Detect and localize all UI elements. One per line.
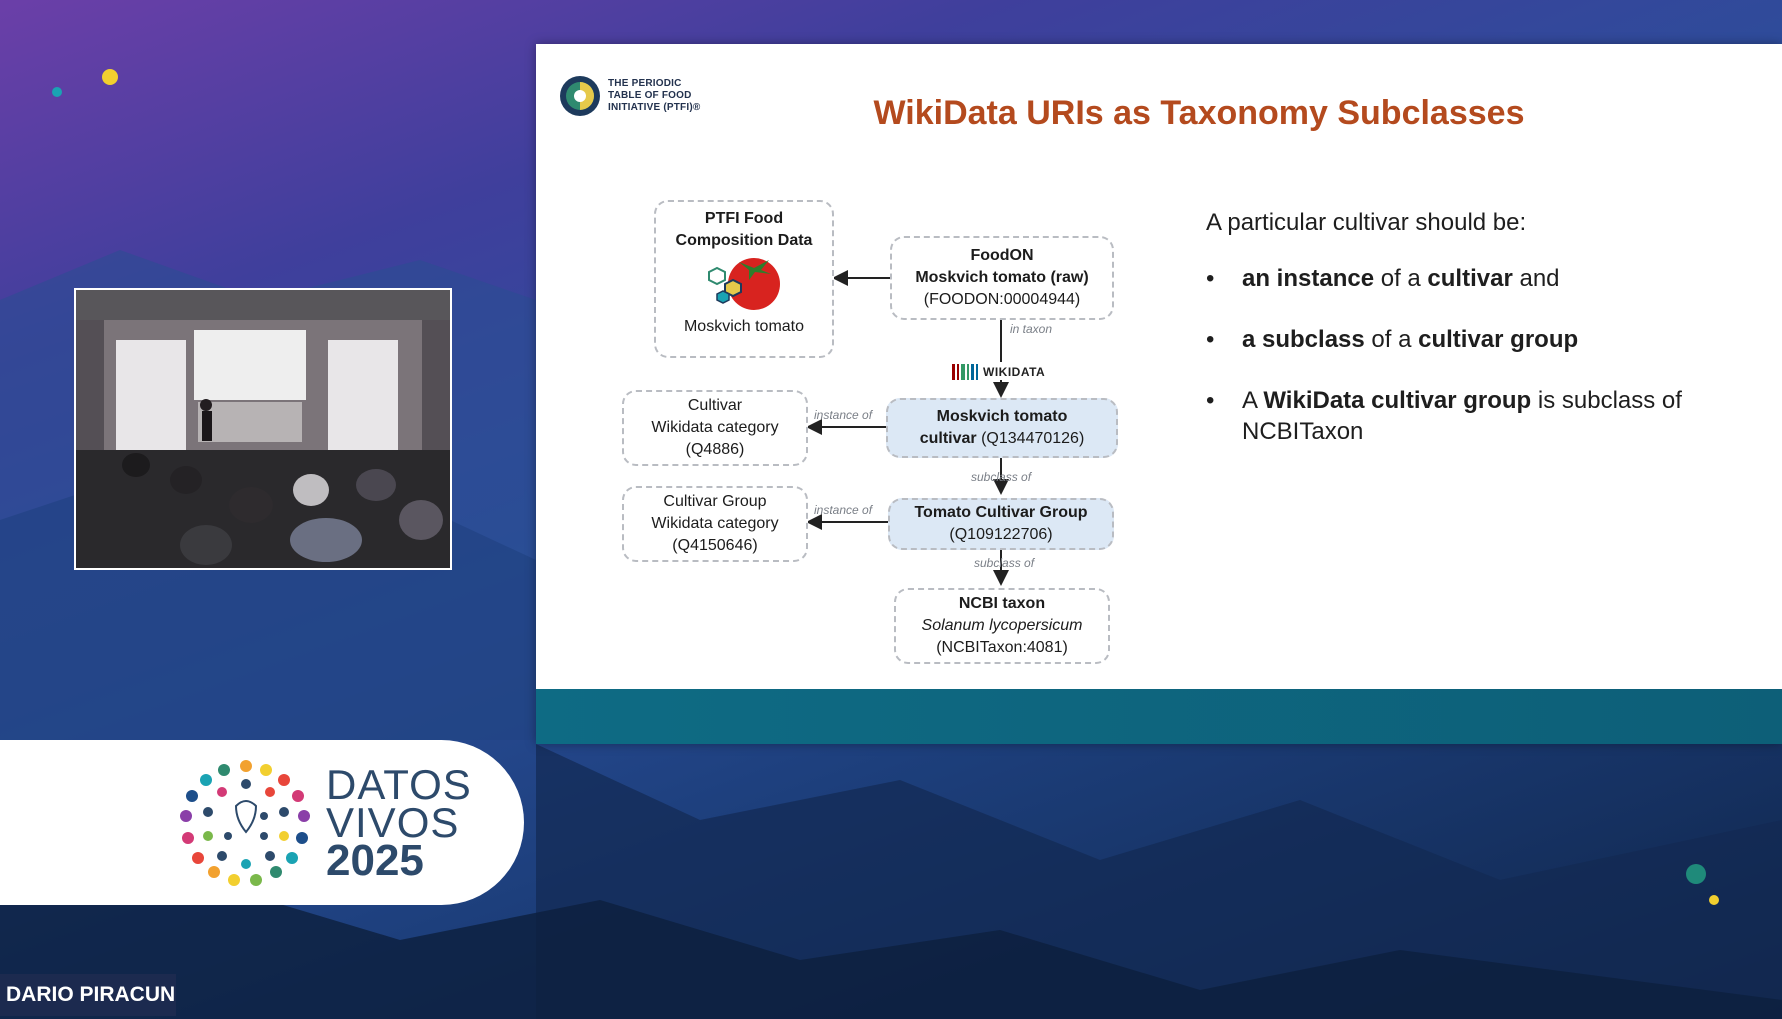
ptfi-box-title: Composition Data — [675, 232, 813, 249]
foodon-title: FoodON — [970, 247, 1034, 264]
bullet-text: of a — [1364, 326, 1419, 353]
edge-label-subclass-of: subclass of — [974, 556, 1035, 570]
bullet-text: is subclass of NCBITaxon — [1242, 387, 1682, 445]
ncbi-title: NCBI taxon — [958, 595, 1046, 612]
foodon-name: Moskvich tomato (raw) — [915, 269, 1089, 286]
brand-word-vivos: VIVOS — [326, 799, 460, 846]
edge-label-instance-of: instance of — [814, 408, 873, 422]
ptfi-composition-box: PTFI Food Composition Data Moskvich toma… — [654, 200, 834, 358]
datos-vivos-brand-panel: DATOS VIVOS 2025 — [0, 740, 524, 905]
cultivar-category-box: Cultivar Wikidata category (Q4886) — [622, 390, 808, 466]
bullet-text: an instance — [1242, 265, 1375, 292]
cultivar-category-sub: Wikidata category — [651, 419, 779, 436]
group-category-sub: Wikidata category — [651, 515, 779, 532]
conference-room-image — [76, 290, 450, 568]
bullet-text: cultivar — [1427, 265, 1513, 292]
group-category-id: (Q4150646) — [672, 537, 758, 554]
moskvich-cultivar-box: Moskvich tomato cultivar (Q134470126) — [886, 398, 1118, 458]
logo-line: TABLE OF FOOD — [608, 90, 692, 101]
cultivar-category-id: (Q4886) — [685, 441, 745, 458]
wikidata-barcode-icon — [952, 364, 978, 380]
cultivar-node-type: cultivar — [919, 430, 977, 447]
edge-label-subclass-of: subclass of — [971, 470, 1032, 484]
group-node-id: (Q109122706) — [949, 526, 1053, 543]
presentation-slide: THE PERIODIC TABLE OF FOOD INITIATIVE (P… — [536, 44, 1782, 744]
speaker-video-feed — [74, 288, 452, 570]
brand-word-datos: DATOS — [326, 761, 472, 808]
cultivar-category-title: Cultivar — [687, 397, 743, 414]
foodon-id: (FOODON:00004944) — [923, 291, 1081, 308]
decorative-dot-green — [1686, 864, 1706, 884]
ncbi-id: (NCBITaxon:4081) — [936, 639, 1068, 656]
brand-year: 2025 — [326, 836, 424, 885]
slide-footer-bar — [536, 689, 1782, 744]
slide-bullets: A particular cultivar should be: •an ins… — [1206, 209, 1726, 477]
bullet-text: of a — [1374, 265, 1428, 292]
tomato-cultivar-group-box: Tomato Cultivar Group (Q109122706) — [888, 498, 1114, 550]
bullets-lead: A particular cultivar should be: — [1206, 209, 1527, 236]
bullet-item: •an instance of a cultivar and — [1206, 265, 1560, 292]
edge-label-instance-of: instance of — [814, 503, 873, 517]
decorative-dot-teal — [52, 87, 62, 97]
group-node-name: Tomato Cultivar Group — [914, 504, 1088, 521]
cultivar-group-category-box: Cultivar Group Wikidata category (Q41506… — [622, 486, 808, 562]
bullet-text: WikiData cultivar group — [1263, 387, 1532, 414]
speaker-name-tag: DARIO PIRACUN — [0, 974, 176, 1016]
wikidata-text: WIKIDATA — [983, 365, 1046, 379]
ptfi-logo-icon — [560, 76, 600, 116]
datos-vivos-wordmark: DATOS VIVOS 2025 — [326, 761, 472, 885]
slide-title: WikiData URIs as Taxonomy Subclasses — [873, 94, 1525, 132]
bullet-text: and — [1512, 265, 1560, 292]
cultivar-node-id: (Q134470126) — [981, 430, 1085, 447]
cultivar-node-name: Moskvich tomato — [936, 408, 1068, 425]
edge-label-in-taxon: in taxon — [1010, 322, 1053, 336]
ptfi-logo-text: THE PERIODIC TABLE OF FOOD INITIATIVE (P… — [608, 78, 700, 114]
logo-line: THE PERIODIC — [608, 78, 682, 89]
ptfi-logo: THE PERIODIC TABLE OF FOOD INITIATIVE (P… — [558, 74, 700, 118]
bullet-text: a subclass — [1242, 326, 1365, 353]
ptfi-box-title: PTFI Food — [704, 210, 784, 227]
bullet-text: A — [1242, 387, 1264, 414]
foodon-box: FoodON Moskvich tomato (raw) (FOODON:000… — [890, 236, 1114, 320]
bullet-text: cultivar group — [1418, 326, 1579, 353]
wikidata-logo: WIKIDATA — [952, 364, 1045, 380]
ptfi-box-caption: Moskvich tomato — [683, 318, 805, 335]
decorative-dot-yellow-small — [1709, 895, 1719, 905]
bullet-item: •A WikiData cultivar group is subclass o… — [1206, 387, 1682, 445]
ncbi-taxon-box: NCBI taxon Solanum lycopersicum (NCBITax… — [894, 588, 1110, 664]
tomato-icon — [708, 258, 780, 310]
bullet-item: •a subclass of a cultivar group — [1206, 326, 1579, 353]
decorative-dot-yellow — [102, 69, 118, 85]
group-category-title: Cultivar Group — [663, 493, 767, 510]
logo-line: INITIATIVE (PTFI)® — [608, 102, 701, 113]
datos-vivos-logo-icon — [180, 760, 310, 886]
diagram-connectors — [806, 270, 1009, 586]
ncbi-species: Solanum lycopersicum — [921, 617, 1083, 634]
